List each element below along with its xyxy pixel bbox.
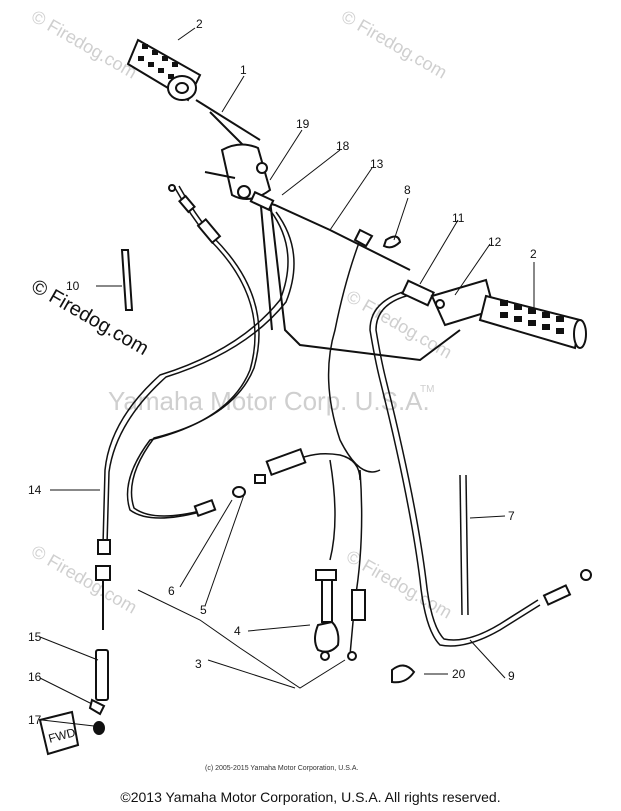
callout-19: 19 bbox=[296, 117, 310, 131]
left-switch-assembly bbox=[204, 143, 275, 212]
callout-4: 4 bbox=[234, 624, 241, 638]
callout-11: 11 bbox=[452, 211, 465, 225]
callout-10: 10 bbox=[66, 279, 80, 293]
callout-16: 16 bbox=[28, 670, 42, 684]
callout-8: 8 bbox=[404, 183, 411, 197]
callout-9: 9 bbox=[508, 669, 515, 683]
cable-fittings bbox=[38, 184, 592, 756]
left-grip bbox=[126, 38, 202, 102]
callout-17: 17 bbox=[28, 713, 42, 727]
callout-15: 15 bbox=[28, 630, 42, 644]
handlebar bbox=[195, 99, 461, 362]
watermark-tm: TM bbox=[420, 384, 434, 395]
fwd-label: FWD bbox=[47, 725, 77, 746]
callout-2: 2 bbox=[196, 17, 203, 31]
callout-3: 3 bbox=[195, 657, 202, 671]
watermark-brand: © Firedog.com bbox=[28, 6, 140, 82]
watermark-center: Yamaha Motor Corp. U.S.A. bbox=[108, 386, 430, 416]
callout-13: 13 bbox=[370, 157, 384, 171]
callout-7: 7 bbox=[508, 509, 515, 523]
callout-5: 5 bbox=[200, 603, 207, 617]
leader-lines bbox=[39, 27, 535, 727]
callout-20: 20 bbox=[452, 667, 466, 681]
callout-14: 14 bbox=[28, 483, 42, 497]
watermark-brand: © Firedog.com bbox=[338, 6, 450, 82]
copyright-small: (c) 2005-2015 Yamaha Motor Corporation, … bbox=[205, 765, 358, 772]
callout-2: 2 bbox=[530, 247, 537, 261]
callout-1: 1 bbox=[240, 63, 247, 77]
callout-labels: 1 2 2 3 4 5 6 7 8 9 10 11 12 13 14 15 16… bbox=[28, 17, 537, 727]
footer-copyright: ©2013 Yamaha Motor Corporation, U.S.A. A… bbox=[120, 789, 501, 805]
watermark-brand: © Firedog.com bbox=[28, 541, 140, 617]
watermark-group: © Firedog.com © Firedog.com © Firedog.co… bbox=[28, 6, 456, 622]
watermark-brand: © Firedog.com bbox=[28, 275, 153, 360]
callout-18: 18 bbox=[336, 139, 350, 153]
callout-12: 12 bbox=[488, 235, 502, 249]
handlebar-cable-diagram: © Firedog.com © Firedog.com © Firedog.co… bbox=[28, 6, 592, 772]
callout-6: 6 bbox=[168, 584, 175, 598]
